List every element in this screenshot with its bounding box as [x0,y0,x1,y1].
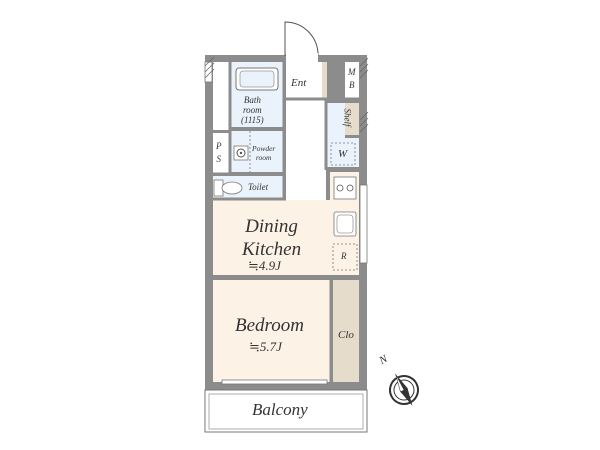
pipe-space-label: P S [216,141,222,164]
dining-kitchen-label: Dining Kitchen [242,216,302,260]
washer-label: W [338,148,348,160]
meter-box-label: M B [348,67,356,90]
shelf [345,103,359,135]
hall-floor [286,100,326,200]
entrance-floor [286,62,323,98]
entrance-label: Ent [291,77,307,89]
bathroom-label: Bath room (1115) [241,95,264,125]
toilet-label: Toilet [248,182,269,192]
balcony-window [221,379,328,385]
dining-kitchen-floor [213,200,330,275]
shelf-label: Shelf [342,108,353,127]
dining-kitchen-area: ≒4.9J [248,258,281,273]
washbasin-icon [233,145,249,161]
refrigerator-label: R [341,251,347,261]
closet-floor [333,280,359,382]
meter-box [345,62,359,98]
bathtub-icon [235,67,279,91]
compass-icon [389,373,419,406]
balcony [204,389,368,433]
closet-label: Clo [338,329,354,341]
washer-box [330,142,356,166]
refrigerator-space [332,243,358,271]
entrance-step [322,62,327,98]
left-shaft [213,62,229,130]
toilet-icon [213,179,243,197]
sink-icon [333,211,357,237]
balcony-label: Balcony [252,400,308,419]
right-window [359,184,368,264]
bedroom-area: ≒5.7J [249,339,282,354]
pipe-space [213,133,229,173]
powder-room-label: Powder room [252,144,276,162]
bedroom-floor [213,280,330,382]
bedroom-label: Bedroom [235,315,304,336]
entrance-door [284,21,319,56]
stove-icon [333,176,357,200]
